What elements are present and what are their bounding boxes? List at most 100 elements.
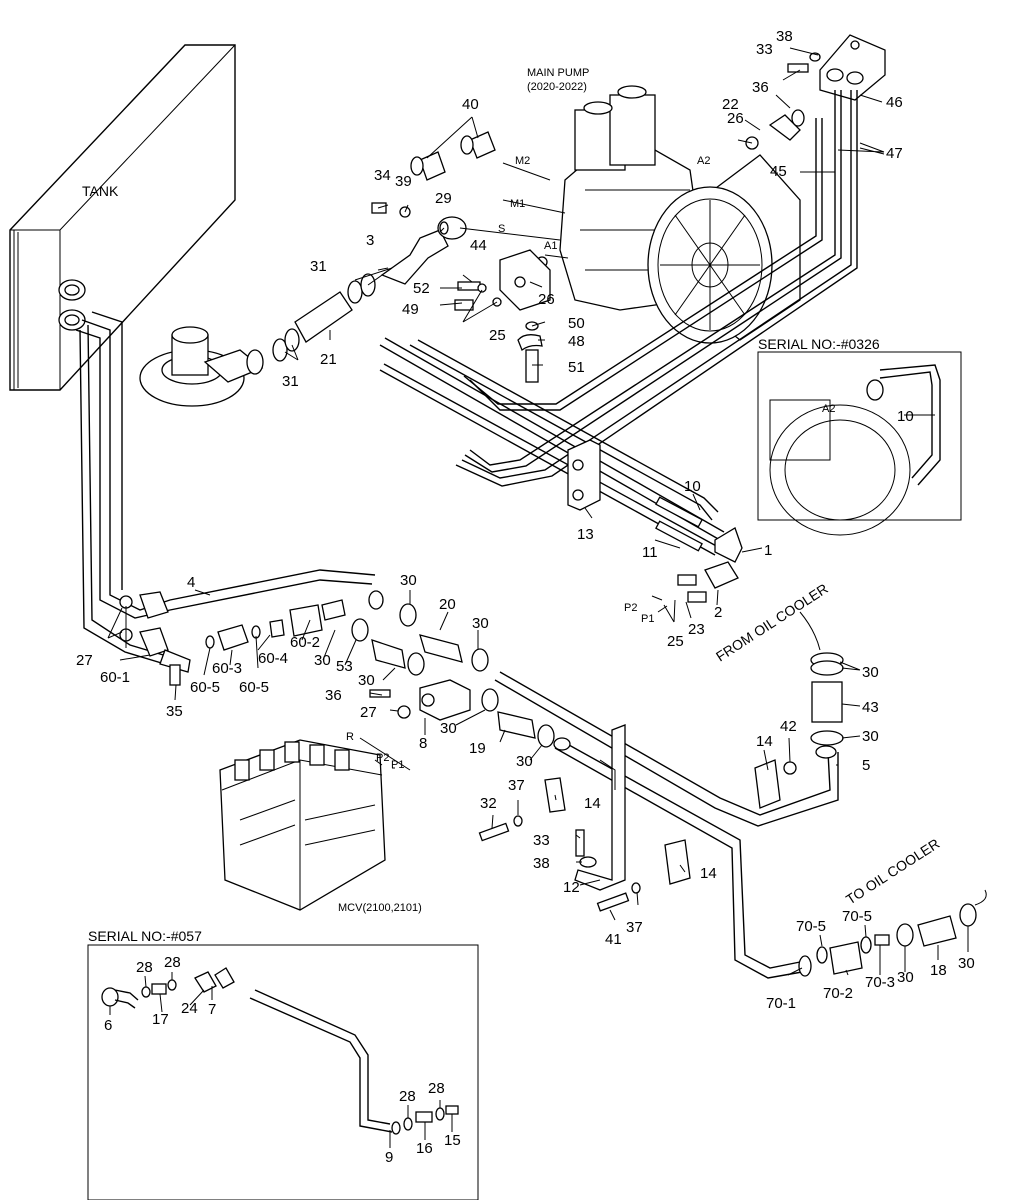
- part-13: 13: [577, 526, 594, 543]
- part-41: 41: [605, 931, 622, 948]
- inset-serial-057: [87, 944, 479, 1200]
- part-33-b: 33: [533, 832, 550, 849]
- suction-flange-assembly: [139, 326, 264, 407]
- port-p2-mcv: P2: [376, 752, 389, 764]
- part-46: 46: [886, 94, 903, 111]
- part-33-a: 33: [756, 41, 773, 58]
- part-40: 40: [462, 96, 479, 113]
- part-37-b: 37: [626, 919, 643, 936]
- part-31-a: 31: [310, 258, 327, 275]
- bracket-12: [574, 724, 626, 891]
- part-17: 17: [152, 1011, 169, 1028]
- port-m1: M1: [510, 198, 525, 210]
- part-24: 24: [181, 1000, 198, 1017]
- part-16: 16: [416, 1140, 433, 1157]
- suction-hose-21: [272, 216, 467, 362]
- part-28-c: 28: [399, 1088, 416, 1105]
- main-control-valve: [219, 739, 386, 911]
- main-pump: [559, 85, 801, 344]
- part-60-2: 60-2: [290, 634, 320, 651]
- port-a2-inset: A2: [822, 403, 835, 415]
- brackets-14: [544, 759, 781, 885]
- part-30-e: 30: [440, 720, 457, 737]
- part-37-a: 37: [508, 777, 525, 794]
- part-30-b: 30: [472, 615, 489, 632]
- part-60-1: 60-1: [100, 669, 130, 686]
- part-36-b: 36: [325, 687, 342, 704]
- part-34: 34: [374, 167, 391, 184]
- part-43: 43: [862, 699, 879, 716]
- main-pump-caption-line2: (2020-2022): [527, 81, 587, 93]
- part-49: 49: [402, 301, 419, 318]
- port-labels: M2 M1 S A1 A2 A2 R P2 P1 P2 P1: [346, 155, 835, 771]
- part-70-3: 70-3: [865, 974, 895, 991]
- part-11: 11: [642, 544, 658, 561]
- part-21: 21: [320, 351, 337, 368]
- part-29: 29: [435, 190, 452, 207]
- main-pump-caption-line1: MAIN PUMP: [527, 67, 589, 79]
- part-28-d: 28: [428, 1080, 445, 1097]
- part-31-b: 31: [282, 373, 299, 390]
- inset-serial-0326: [757, 351, 962, 536]
- fittings-1-2: [677, 527, 743, 603]
- bolts-and-washers: [478, 761, 797, 912]
- tank-caption: TANK: [82, 183, 119, 199]
- bracket-46: [787, 34, 886, 101]
- part-70-2: 70-2: [823, 985, 853, 1002]
- part-60-3: 60-3: [212, 660, 242, 677]
- part-4: 4: [187, 574, 195, 591]
- hydraulic-tank: [9, 44, 236, 391]
- part-30-j: 30: [958, 955, 975, 972]
- part-number-labels: 1 2 3 4 5 6 7 8 9 10 10 11 12 13 14 14 1…: [76, 28, 975, 1166]
- part-14-c: 14: [700, 865, 717, 882]
- part-26-a: 26: [727, 110, 744, 127]
- part-38-b: 38: [533, 855, 550, 872]
- part-25-b: 25: [667, 633, 684, 650]
- part-22: 22: [722, 96, 739, 113]
- part-30-g: 30: [862, 664, 879, 681]
- port-s: S: [498, 223, 505, 235]
- part-51: 51: [568, 359, 585, 376]
- part-30-i: 30: [897, 969, 914, 986]
- port-p1: P1: [641, 613, 654, 625]
- part-60-5-b: 60-5: [239, 679, 269, 696]
- serial-057-caption: SERIAL NO:-#057: [88, 928, 202, 944]
- part-30-f: 30: [516, 753, 533, 770]
- return-pipe-5: [494, 671, 839, 979]
- port-p1-mcv: P1: [391, 759, 404, 771]
- part-39: 39: [395, 173, 412, 190]
- part-26-b: 26: [538, 291, 555, 308]
- part-12: 12: [563, 879, 580, 896]
- port-a1: A1: [544, 240, 557, 252]
- port-m2: M2: [515, 155, 530, 167]
- part-5: 5: [862, 757, 870, 774]
- mcv-caption: MCV(2100,2101): [338, 902, 422, 914]
- part-14-b: 14: [584, 795, 601, 812]
- part-35: 35: [166, 703, 183, 720]
- port-r: R: [346, 731, 354, 743]
- part-30-c: 30: [314, 652, 331, 669]
- part-27-a: 27: [76, 652, 93, 669]
- to-oil-cooler-line: [816, 889, 987, 975]
- part-3: 3: [366, 232, 374, 249]
- part-38-a: 38: [776, 28, 793, 45]
- part-70-5-b: 70-5: [842, 908, 872, 925]
- part-9: 9: [385, 1149, 393, 1166]
- part-36-a: 36: [752, 79, 769, 96]
- part-70-1: 70-1: [766, 995, 796, 1012]
- to-oil-cooler-caption: TO OIL COOLER: [843, 835, 942, 907]
- leader-lines: [107, 47, 969, 1148]
- clamps-and-hoses-lower: [351, 603, 555, 748]
- hoses-45-47: [455, 90, 858, 487]
- part-10: 10: [684, 478, 701, 495]
- part-25-a: 25: [489, 327, 506, 344]
- port-p2: P2: [624, 602, 637, 614]
- part-19: 19: [469, 740, 486, 757]
- part-32: 32: [480, 795, 497, 812]
- part-70-5-a: 70-5: [796, 918, 826, 935]
- from-oil-cooler-line: [799, 611, 844, 746]
- part-30-h: 30: [862, 728, 879, 745]
- part-30-d: 30: [358, 672, 375, 689]
- part-18: 18: [930, 962, 947, 979]
